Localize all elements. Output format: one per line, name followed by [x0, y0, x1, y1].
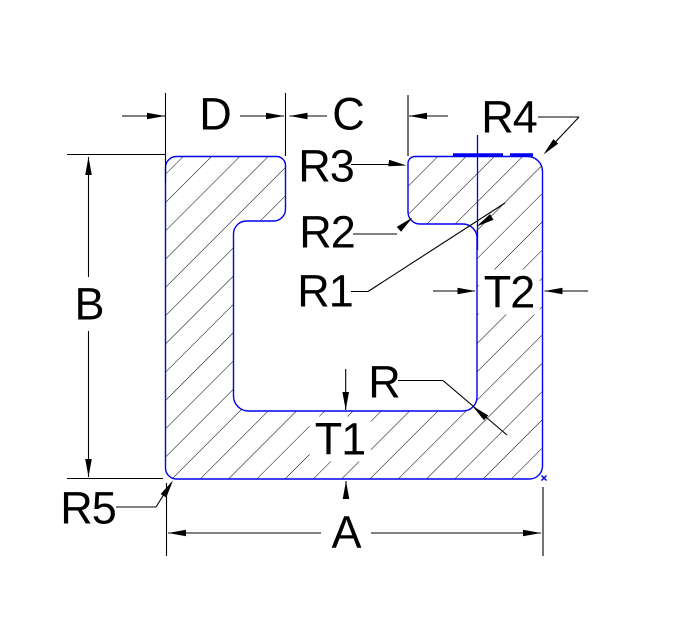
arrow-a-left [168, 529, 186, 537]
arrow-c-right [409, 112, 427, 120]
label-radius-r2: R2 [299, 206, 356, 258]
arrow-a-right [523, 529, 541, 537]
label-dim-a: A [326, 509, 366, 555]
label-radius-r: R [368, 356, 400, 408]
leader-r1-diag [367, 202, 506, 292]
label-thickness-t2: T2 [478, 269, 540, 315]
arrow-b-bottom [85, 459, 92, 477]
arrow-c-left [289, 112, 308, 120]
arrow-r4 [541, 139, 559, 157]
arrow-t1-top [342, 392, 349, 410]
label-radius-r1: R1 [297, 265, 354, 317]
arrow-t2-left [457, 287, 476, 295]
arrow-r5 [160, 478, 176, 498]
label-radius-r3: R3 [298, 140, 355, 192]
arrow-d-left [147, 112, 165, 120]
profile-outline [164, 155, 544, 480]
label-thickness-t1: T1 [309, 416, 371, 462]
label-dim-c: C [332, 88, 364, 140]
arrow-t2-right [544, 287, 563, 295]
corner-point-marker-x [541, 475, 547, 481]
arrow-d-right [266, 112, 284, 120]
label-radius-r4: R4 [481, 91, 538, 143]
label-radius-r5: R5 [60, 482, 117, 534]
label-dim-d: D [199, 88, 231, 140]
arrow-r3 [388, 159, 407, 169]
profile-geometry [164, 135, 547, 481]
arrow-t1-bottom [342, 481, 350, 499]
arrow-b-top [85, 157, 92, 175]
dimension-lines [67, 93, 588, 556]
label-dim-b: B [69, 281, 109, 327]
